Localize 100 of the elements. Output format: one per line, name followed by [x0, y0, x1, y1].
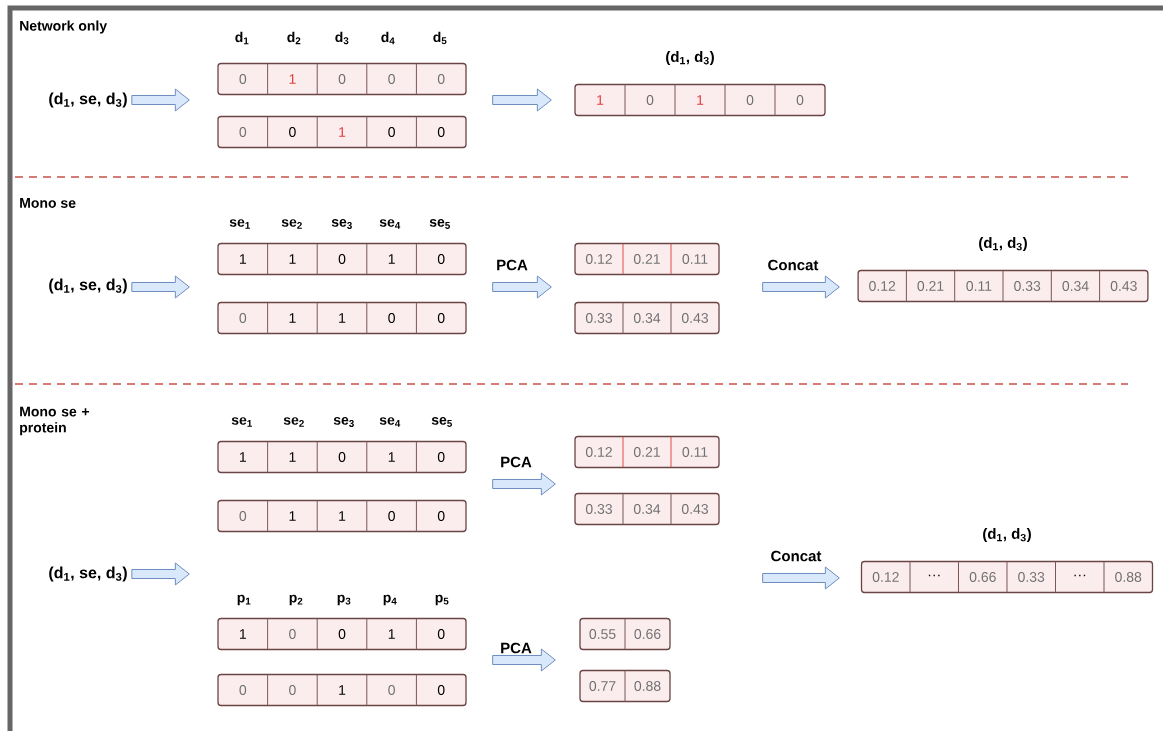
cell-value: 0.33 — [1018, 572, 1045, 582]
column-header: se$_{4}$ — [379, 417, 401, 427]
cell-value: 1 — [388, 629, 395, 639]
cell-value: 1 — [240, 452, 246, 462]
edge-label: Concat — [771, 550, 822, 562]
query-triple: (d$_{1}$, se, d$_{3}$) — [49, 566, 127, 582]
cell-value: 0 — [746, 95, 754, 105]
cell-value: 0 — [388, 127, 395, 137]
cell-value: 1 — [240, 629, 246, 639]
cell-value: 0 — [646, 95, 654, 105]
cell-value: 0.11 — [966, 281, 992, 291]
cell-value: 0 — [239, 511, 247, 521]
cell-value: 0 — [338, 74, 346, 84]
cell-value: 1 — [597, 95, 604, 105]
cell-value: 1 — [388, 254, 395, 264]
block-arrow — [492, 275, 552, 299]
block-arrow — [131, 88, 190, 112]
vector-row — [574, 492, 720, 526]
query-triple: (d$_{1}$, se, d$_{3}$) — [49, 278, 127, 294]
block-arrow — [762, 566, 840, 590]
cell-value: 0 — [289, 685, 296, 695]
cell-value: 0 — [796, 95, 804, 105]
column-header: d$_{3}$ — [335, 31, 349, 45]
edge-label: PCA — [497, 259, 528, 271]
vector-row — [574, 301, 720, 335]
cell-value: 0 — [437, 685, 445, 695]
cell-value: 0.43 — [681, 313, 708, 323]
vector-row — [217, 440, 467, 474]
vector-row — [217, 673, 467, 707]
column-header: se$_{2}$ — [283, 417, 304, 427]
cell-value: 0.33 — [585, 504, 612, 514]
cell-value: 1 — [289, 511, 296, 521]
section-title: Mono se + protein — [20, 406, 90, 436]
block-arrow — [492, 472, 556, 496]
vector-row — [217, 62, 467, 96]
cell-value: 0 — [338, 452, 346, 462]
column-header: se$_{4}$ — [379, 219, 401, 229]
block-arrow — [492, 88, 552, 112]
cell-value: 0 — [437, 511, 445, 521]
cell-value: 0.11 — [682, 254, 708, 264]
cell-value: 0 — [388, 313, 395, 323]
cell-value: ··· — [928, 574, 940, 577]
column-header: d$_{4}$ — [381, 31, 395, 45]
cell-value: 0 — [239, 127, 247, 137]
vector-caption: (d$_{1}$, d$_{3}$) — [983, 528, 1031, 542]
section-title: Mono se — [20, 198, 76, 208]
vector-row — [857, 237, 1149, 303]
cell-value: 0 — [437, 452, 445, 462]
column-header: d$_{5}$ — [433, 31, 447, 45]
cell-value: 0.12 — [869, 281, 896, 291]
column-header: se$_{5}$ — [431, 417, 452, 427]
cell-value: 0 — [239, 313, 247, 323]
edge-label: Concat — [768, 259, 819, 271]
cell-value: 0.43 — [1110, 281, 1137, 291]
vector-row — [217, 242, 467, 276]
column-header: se$_{1}$ — [231, 417, 252, 427]
vector-row — [574, 435, 720, 469]
column-header: d$_{2}$ — [287, 31, 301, 45]
cell-value: 1 — [339, 127, 346, 137]
cell-value: 0.12 — [585, 447, 612, 457]
cell-value: 0 — [437, 74, 445, 84]
edge-label: PCA — [501, 642, 532, 654]
cell-value: 0 — [388, 511, 395, 521]
column-header: se$_{3}$ — [333, 417, 354, 427]
cell-value: 0 — [338, 629, 346, 639]
vector-row — [217, 301, 467, 335]
column-header: se$_{3}$ — [331, 219, 352, 229]
cell-value: 1 — [289, 452, 296, 462]
cell-value: 0.34 — [1062, 281, 1089, 291]
cell-value: 0.12 — [585, 254, 612, 264]
cell-value: 0 — [437, 629, 445, 639]
cell-value: 1 — [240, 254, 246, 264]
cell-value: 0 — [437, 127, 445, 137]
cell-value: 0 — [338, 254, 346, 264]
cell-value: 1 — [388, 452, 395, 462]
cell-value: 0.34 — [633, 504, 661, 514]
block-arrow — [131, 562, 190, 586]
vector-caption: (d$_{1}$, d$_{3}$) — [666, 51, 714, 65]
cell-value: 0.12 — [872, 572, 899, 582]
cell-value: 0 — [239, 685, 247, 695]
cell-value: 0.88 — [634, 681, 661, 691]
cell-value: 0.88 — [1115, 572, 1142, 582]
cell-value: ··· — [1074, 574, 1086, 577]
cell-value: 1 — [339, 511, 346, 521]
cell-value: 0 — [388, 685, 395, 695]
query-triple: (d$_{1}$, se, d$_{3}$) — [49, 92, 127, 108]
cell-value: 1 — [289, 74, 296, 84]
column-header: se$_{5}$ — [429, 219, 450, 229]
edge-label: PCA — [501, 456, 532, 468]
vector-row — [574, 51, 826, 117]
vector-row — [579, 617, 671, 651]
cell-value: 0 — [289, 629, 296, 639]
block-arrow — [762, 275, 840, 299]
cell-value: 1 — [289, 313, 296, 323]
vector-row — [860, 528, 1154, 594]
vector-row — [579, 669, 671, 703]
cell-value: 0 — [289, 127, 296, 137]
column-header: d$_{1}$ — [235, 31, 249, 45]
cell-value: 0.66 — [969, 572, 996, 582]
vector-row — [574, 242, 720, 276]
